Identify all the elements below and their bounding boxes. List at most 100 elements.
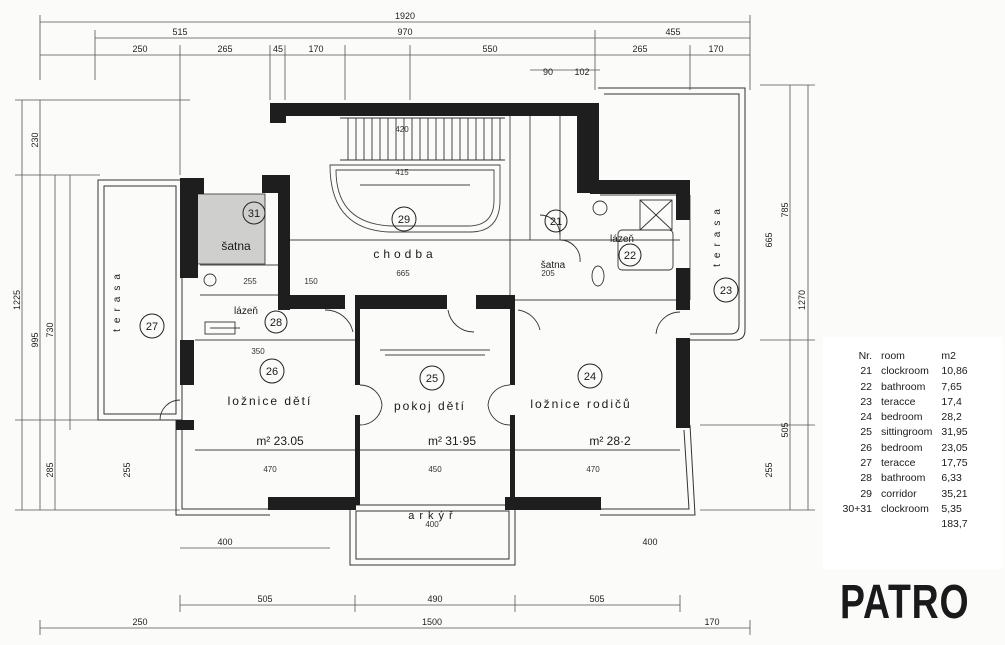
- bay-label: arkýř: [408, 510, 457, 522]
- dim-bottom-total: 1500: [422, 617, 442, 627]
- legend-area: 35,21: [941, 487, 968, 500]
- dim-misc: 415: [395, 168, 409, 177]
- room-name: ložnice dětí: [228, 394, 313, 408]
- legend-room: bedroom: [881, 411, 923, 424]
- room-area: m² 31·95: [428, 434, 476, 448]
- dim-right-seg: 665: [764, 232, 774, 247]
- room-number: 31: [248, 208, 260, 220]
- legend-row: 23 teracce 17,4: [835, 395, 971, 410]
- dim-misc: 102: [574, 67, 589, 77]
- dim-misc: 205: [541, 269, 555, 278]
- dimension-lines-top: [39, 15, 751, 175]
- dimension-lines-bottom: [39, 547, 751, 635]
- dim-left-seg: 285: [45, 462, 55, 477]
- dim-right-total: 1270: [797, 290, 807, 310]
- dim-bottom-seg: 505: [589, 594, 604, 604]
- dim-left-seg: 730: [45, 322, 55, 337]
- room-name: pokoj dětí: [394, 399, 466, 413]
- room-name: ložnice rodičů: [530, 397, 631, 411]
- dim-bottom-left: 250: [132, 617, 147, 627]
- bathroom-fixtures: [203, 199, 674, 335]
- terrace-outlines: [97, 87, 746, 566]
- dim-top-total: 1920: [395, 11, 415, 21]
- dim-misc: 350: [251, 347, 265, 356]
- dimension-labels-bottom: 505 490 505 1500 250 170 400 400: [132, 537, 719, 627]
- room-name: šatna: [221, 239, 251, 253]
- legend-room: bathroom: [881, 472, 926, 485]
- legend-room: clockroom: [881, 502, 929, 515]
- dim-room-width: 470: [263, 465, 277, 474]
- room-name: lázeň: [234, 306, 258, 317]
- dim-top-seg: 250: [132, 44, 147, 54]
- room-number: 27: [146, 321, 158, 333]
- dim-top-seg: 265: [632, 44, 647, 54]
- legend-room: teracce: [881, 457, 916, 470]
- dimension-labels-top: 1920 515 970 455 250 265 45 170 550 265 …: [132, 11, 723, 77]
- room-number: 21: [550, 216, 562, 228]
- dim-left-seg: 995: [30, 332, 40, 347]
- dim-misc: 255: [243, 277, 257, 286]
- room-number: 25: [426, 373, 438, 385]
- legend-nr: 25: [860, 426, 872, 439]
- walls: [176, 103, 690, 510]
- dim-misc: 150: [304, 277, 318, 286]
- dim-misc: 400: [642, 537, 657, 547]
- room-number: 28: [270, 317, 282, 329]
- legend-total-row: 183,7: [835, 517, 971, 532]
- room-number: 26: [266, 366, 278, 378]
- legend-nr: 28: [860, 472, 872, 485]
- staircase: [340, 117, 505, 161]
- dim-room-width: 470: [586, 465, 600, 474]
- legend-area: 28,2: [941, 411, 962, 424]
- legend-row: 24 bedroom 28,2: [835, 410, 971, 425]
- legend-nr: 29: [860, 487, 872, 500]
- door-swings: [159, 214, 681, 426]
- room-area: m² 23.05: [256, 434, 304, 448]
- legend-area: 17,4: [941, 395, 962, 408]
- room-name: terasa: [712, 203, 723, 267]
- legend-header-row: Nr. room m2: [835, 349, 971, 364]
- room-name: šatna: [541, 260, 566, 271]
- dim-top-seg: 170: [708, 44, 723, 54]
- room-number: 29: [398, 214, 410, 226]
- dim-bottom-right: 170: [704, 617, 719, 627]
- legend-nr: 24: [860, 411, 872, 424]
- dimension-labels-sides: 1225 230 995 730 285 255 1270 785 665 50…: [12, 132, 807, 477]
- dim-top-mid: 970: [397, 27, 412, 37]
- legend-area: 23,05: [941, 441, 968, 454]
- dim-misc: 90: [543, 67, 553, 77]
- dim-room-width: 450: [428, 465, 442, 474]
- dim-misc: 400: [217, 537, 232, 547]
- room-number: 23: [720, 285, 732, 297]
- room-name: chodba: [373, 247, 436, 261]
- dim-left-seg: 255: [122, 462, 132, 477]
- legend-nr: 23: [860, 395, 872, 408]
- room-labels: 31 šatna 29 chodba 21 šatna 22 lázeň 23 …: [112, 201, 739, 522]
- legend-nr: 21: [860, 365, 872, 378]
- legend-area: 17,75: [941, 457, 968, 470]
- dim-right-seg: 785: [780, 202, 790, 217]
- dim-corridor: 665: [396, 269, 410, 278]
- legend-room: clockroom: [881, 365, 929, 378]
- dim-left-seg: 230: [30, 132, 40, 147]
- dim-misc: 420: [395, 125, 409, 134]
- room-number: 24: [584, 371, 596, 383]
- legend-nr: 30+31: [842, 502, 873, 515]
- legend-total: 183,7: [941, 518, 968, 531]
- room-area: m² 28·2: [589, 434, 631, 448]
- dim-bottom-seg: 505: [257, 594, 272, 604]
- legend-room: teracce: [881, 395, 916, 408]
- legend-header-nr: Nr.: [858, 350, 872, 362]
- legend-room: bedroom: [881, 441, 923, 454]
